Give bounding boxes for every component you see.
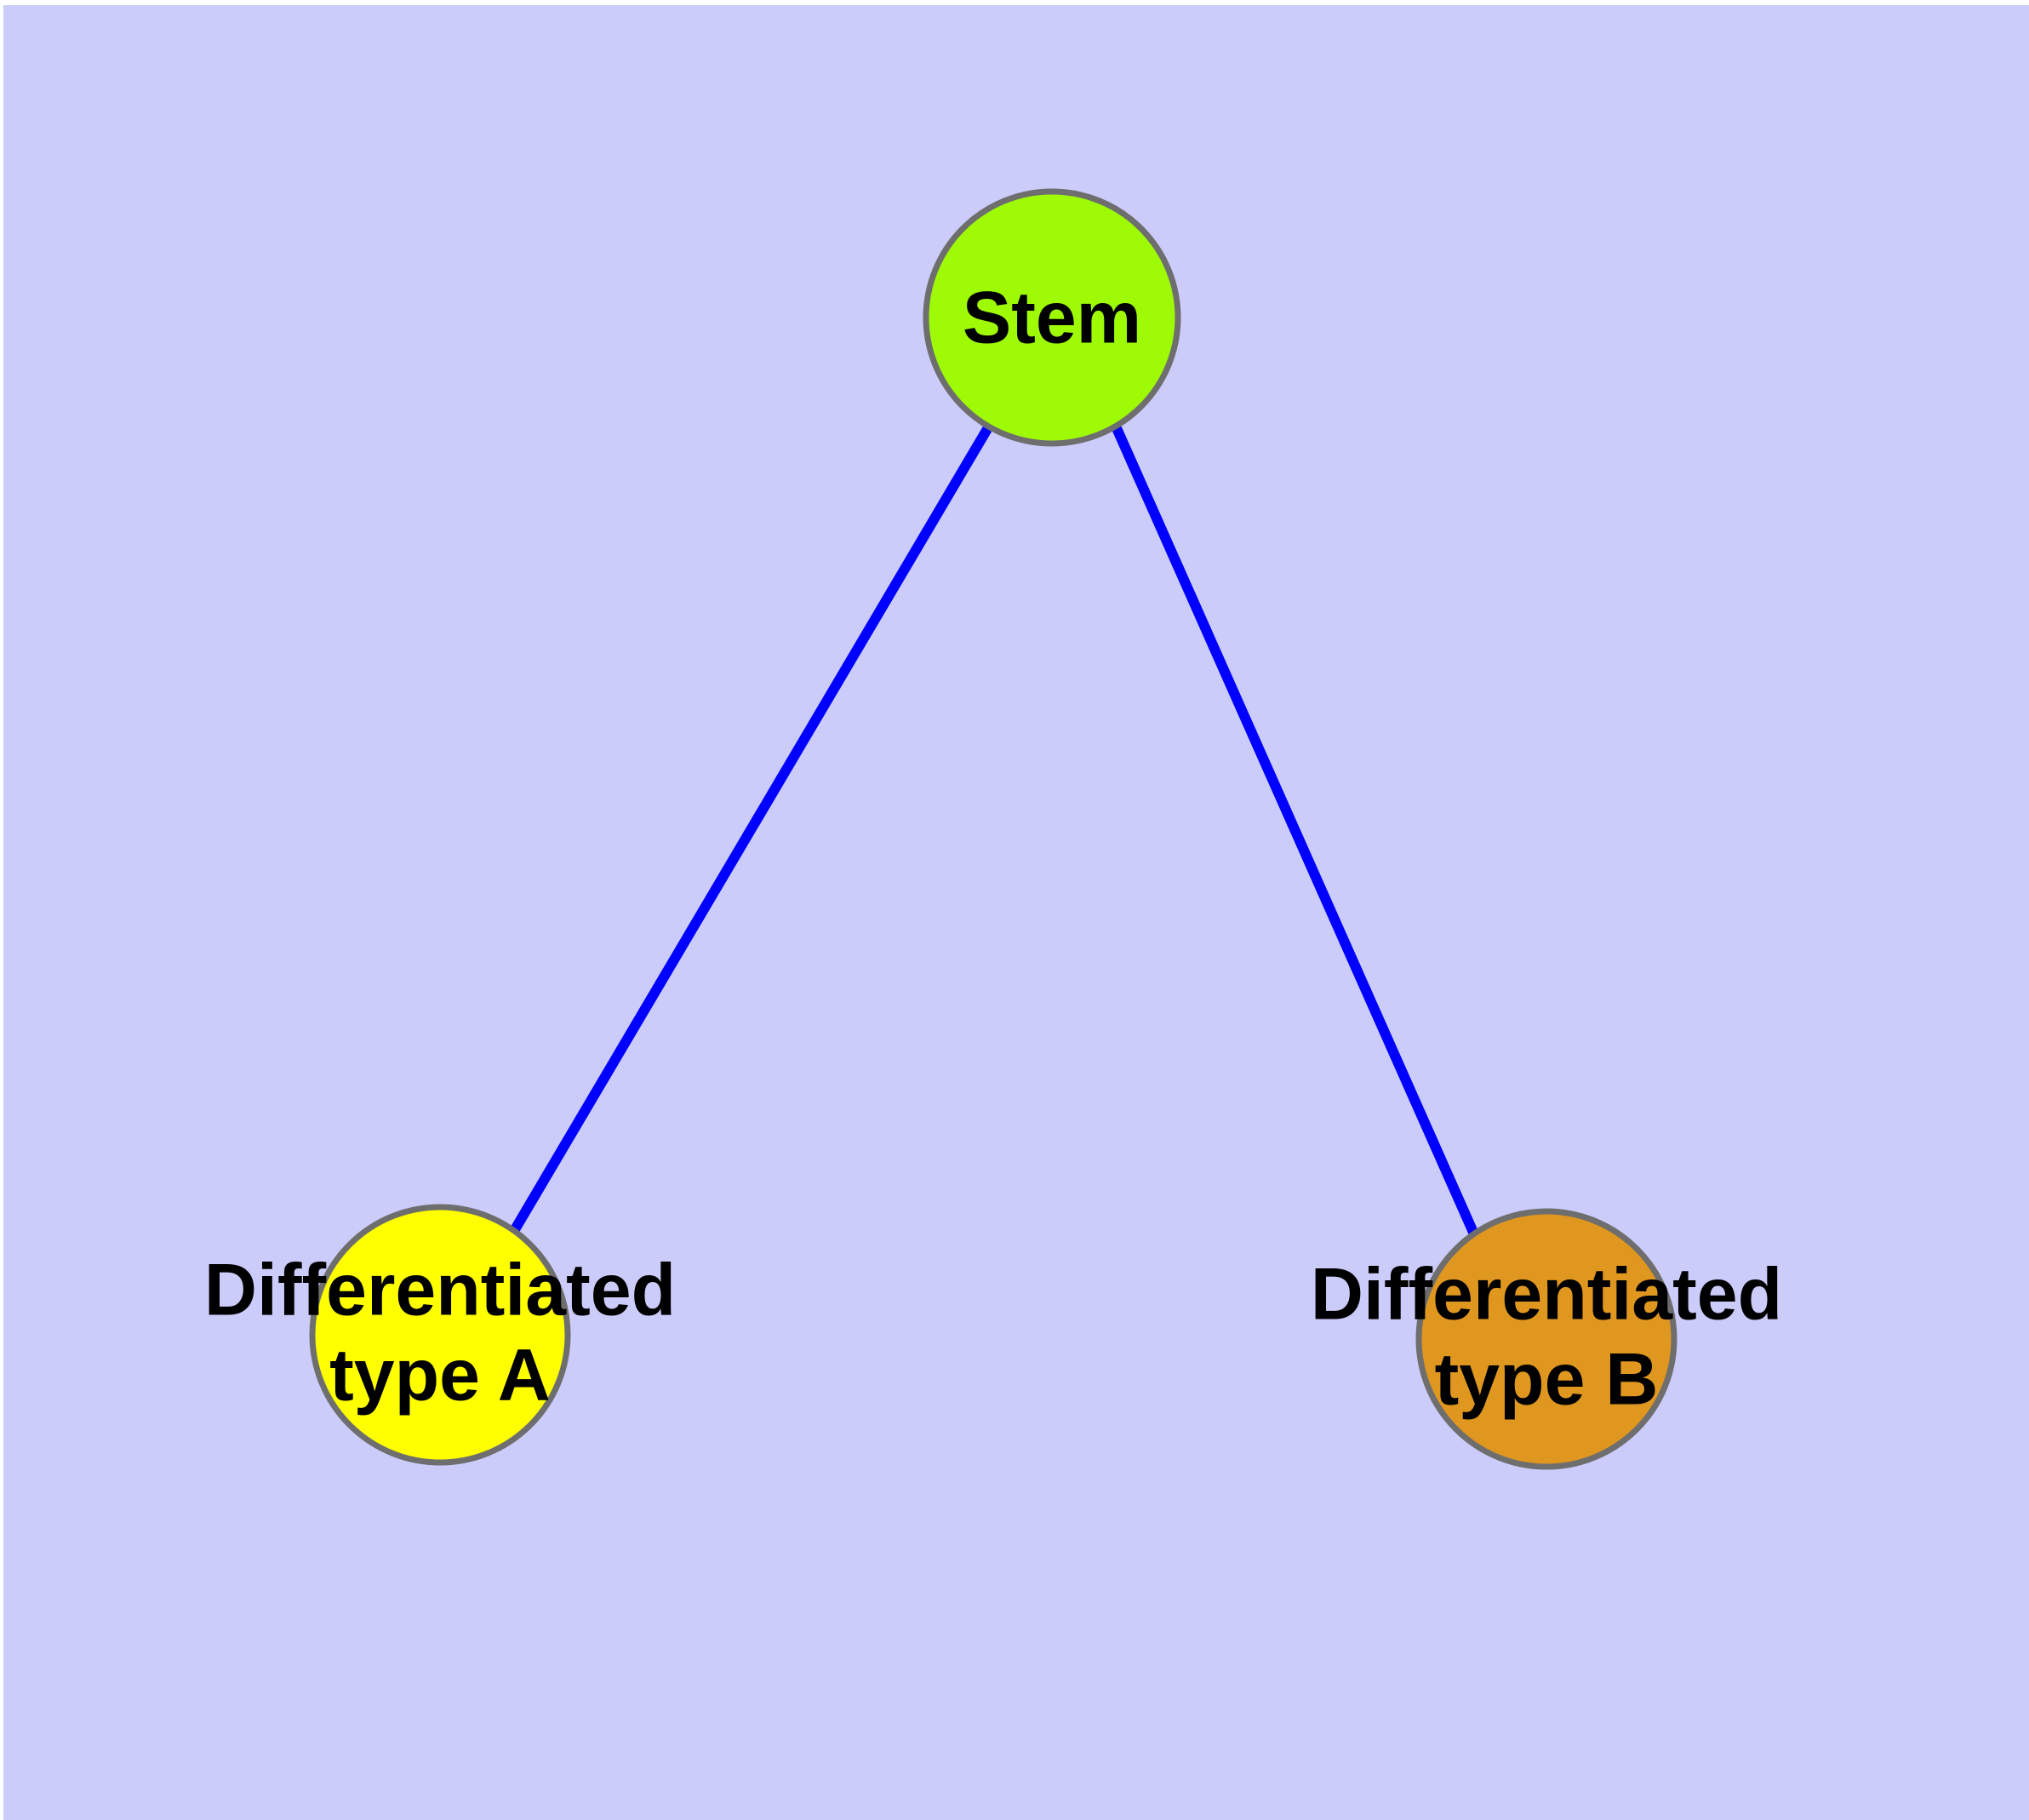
node-stem[interactable]: Stem [923, 188, 1181, 447]
edge-layer [509, 426, 1480, 1239]
node-stem-label-line1: Stem [963, 278, 1141, 359]
edge-stem-to-diff-b[interactable] [1112, 426, 1480, 1239]
node-diff-b-label-line1: Differentiated [1311, 1254, 1782, 1336]
node-diff-b-circle[interactable] [1415, 1208, 1677, 1470]
edge-stem-to-diff-a[interactable] [509, 426, 992, 1234]
node-diff-b[interactable]: Differentiated type B [1311, 1208, 1782, 1470]
node-diff-a-label-line1: Differentiated [204, 1250, 676, 1331]
node-diff-b-label-line2: type B [1435, 1339, 1659, 1421]
node-diff-a[interactable]: Differentiated type A [204, 1204, 676, 1466]
node-diff-a-circle[interactable] [309, 1204, 571, 1466]
node-stem-circle[interactable] [923, 188, 1181, 447]
node-diff-a-label-line2: type A [329, 1335, 551, 1417]
